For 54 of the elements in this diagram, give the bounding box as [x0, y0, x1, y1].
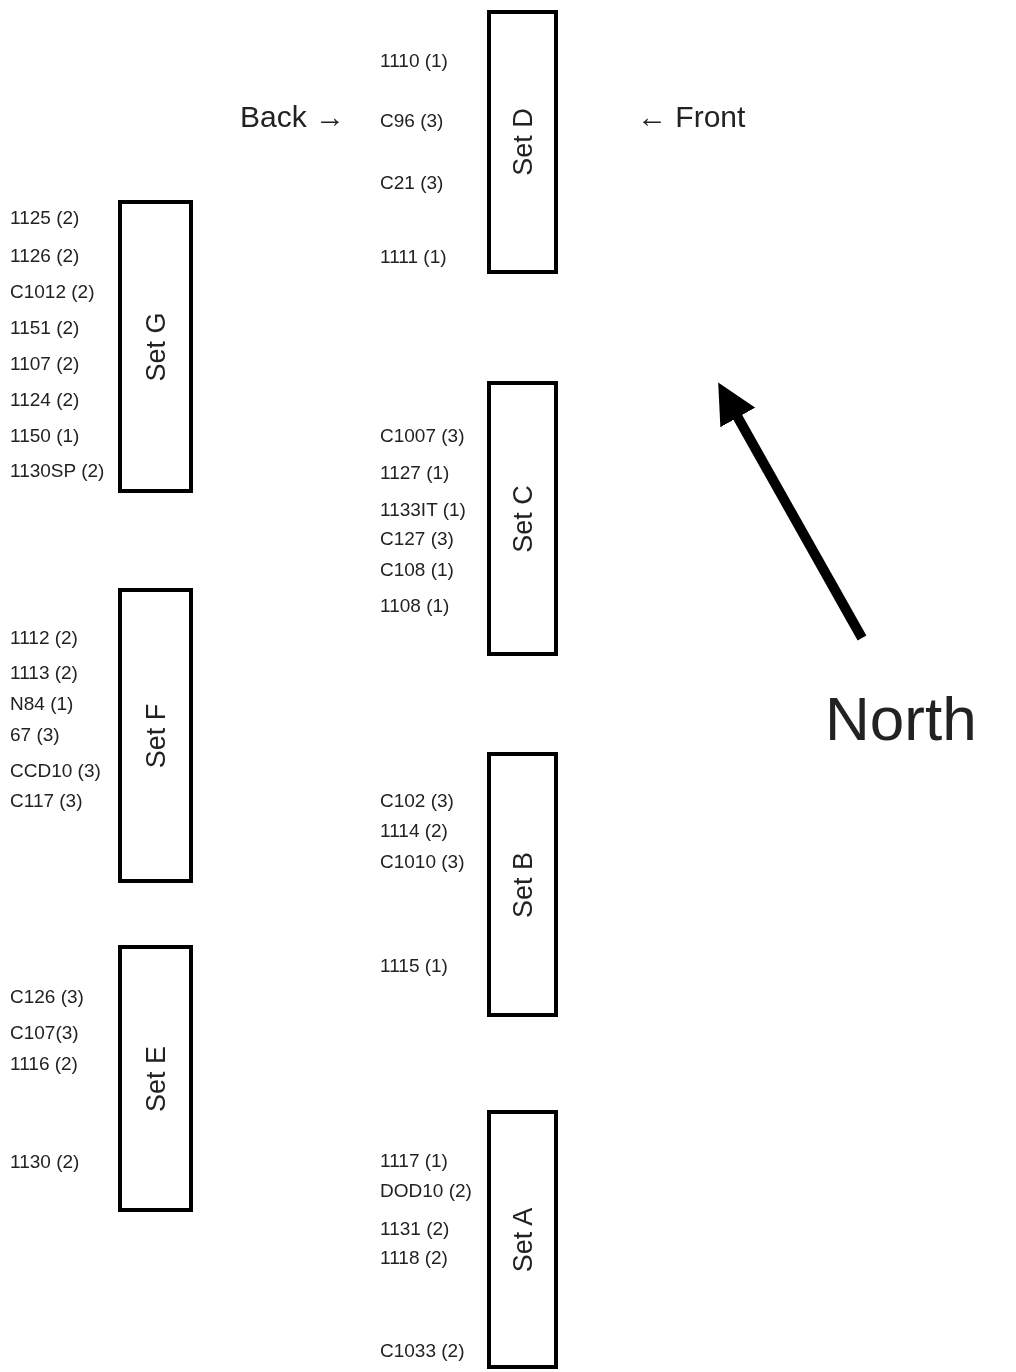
item-label: 1125 (2)	[10, 207, 80, 229]
set-box	[118, 945, 193, 1212]
item-label: 1108 (1)	[380, 595, 450, 617]
set-box	[487, 10, 558, 274]
set-label: Set D	[507, 108, 538, 176]
set-box	[487, 1110, 558, 1369]
item-label: C1033 (2)	[380, 1340, 465, 1362]
item-label: C1007 (3)	[380, 425, 465, 447]
item-label: C21 (3)	[380, 172, 444, 194]
item-label: 1118 (2)	[380, 1247, 448, 1269]
item-label: C107(3)	[10, 1022, 79, 1044]
item-label: 1114 (2)	[380, 820, 448, 842]
item-label: 1130 (2)	[10, 1151, 80, 1173]
item-label: C96 (3)	[380, 110, 444, 132]
item-label: N84 (1)	[10, 693, 74, 715]
compass-label: North	[825, 682, 977, 754]
item-label: 1111 (1)	[380, 246, 447, 268]
set-label: Set A	[507, 1207, 538, 1272]
item-label: 1113 (2)	[10, 662, 78, 684]
set-label: Set E	[140, 1045, 171, 1112]
set-label: Set C	[507, 484, 538, 553]
item-label: C117 (3)	[10, 790, 83, 812]
item-label: 1124 (2)	[10, 389, 80, 411]
set-label: Set G	[140, 312, 171, 381]
set-box	[118, 200, 193, 493]
item-label: 1130SP (2)	[10, 460, 105, 482]
item-label: 1127 (1)	[380, 462, 450, 484]
item-label: C108 (1)	[380, 559, 454, 581]
item-label: C102 (3)	[380, 790, 454, 812]
set-box	[487, 752, 558, 1017]
set-label: Set F	[140, 703, 171, 768]
item-label: 1107 (2)	[10, 353, 80, 375]
set-box	[487, 381, 558, 656]
set-label: Set B	[507, 851, 538, 918]
side-label: Back →	[240, 100, 346, 134]
item-label: 1115 (1)	[380, 955, 448, 977]
item-label: 1131 (2)	[380, 1218, 450, 1240]
item-label: 1133IT (1)	[380, 499, 466, 521]
item-label: 1116 (2)	[10, 1053, 78, 1075]
item-label: C1010 (3)	[380, 851, 465, 873]
side-label: ← Front	[637, 100, 746, 134]
item-label: 1151 (2)	[10, 317, 80, 339]
item-label: C127 (3)	[380, 528, 454, 550]
item-label: CCD10 (3)	[10, 760, 101, 782]
set-box	[118, 588, 193, 883]
item-label: 1150 (1)	[10, 425, 80, 447]
item-label: C126 (3)	[10, 986, 84, 1008]
item-label: C1012 (2)	[10, 281, 95, 303]
item-label: 1126 (2)	[10, 245, 80, 267]
item-label: 1110 (1)	[380, 50, 448, 72]
item-label: 1117 (1)	[380, 1150, 448, 1172]
item-label: 1112 (2)	[10, 627, 78, 649]
item-label: 67 (3)	[10, 724, 60, 746]
item-label: DOD10 (2)	[380, 1180, 472, 1202]
